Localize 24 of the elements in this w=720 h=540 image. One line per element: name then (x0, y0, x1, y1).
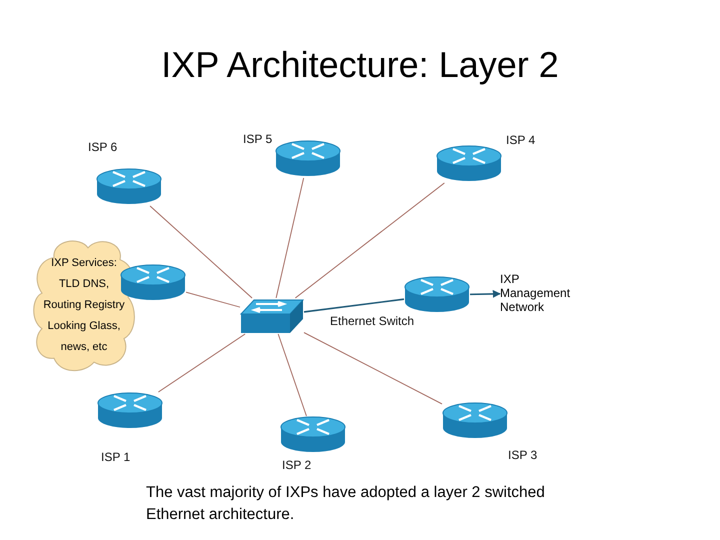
node-label: ISP 2 (282, 458, 312, 472)
service-item: news, etc (60, 340, 108, 354)
node-label: ISP 4 (506, 133, 536, 147)
node-label: ISP 1 (101, 450, 130, 464)
caption: The vast majority of IXPs have adopted a layer 2 switched Ethernet architecture. (146, 483, 546, 525)
node-label: ISP 3 (508, 448, 538, 462)
connector-line (470, 290, 501, 298)
node-label: ISP 6 (88, 140, 118, 154)
connector-line (186, 292, 240, 308)
device-label: Ethernet Switch (330, 314, 414, 328)
service-item: Looking Glass, (48, 318, 120, 334)
node-label: ISP 5 (243, 132, 272, 146)
connector-line (304, 332, 442, 404)
connector-line (304, 298, 404, 313)
service-item: Routing Registry (43, 298, 125, 312)
network-label: IXP Management Network (500, 272, 572, 314)
connector-line (294, 182, 445, 298)
connector-line (278, 334, 307, 416)
title: IXP Architecture: Layer 2 (160, 44, 560, 86)
service-item: IXP Services: (51, 256, 117, 270)
connector-line (150, 206, 252, 298)
connector-line (276, 178, 304, 298)
service-item: TLD DNS, (58, 276, 110, 292)
connector-line (158, 334, 246, 392)
